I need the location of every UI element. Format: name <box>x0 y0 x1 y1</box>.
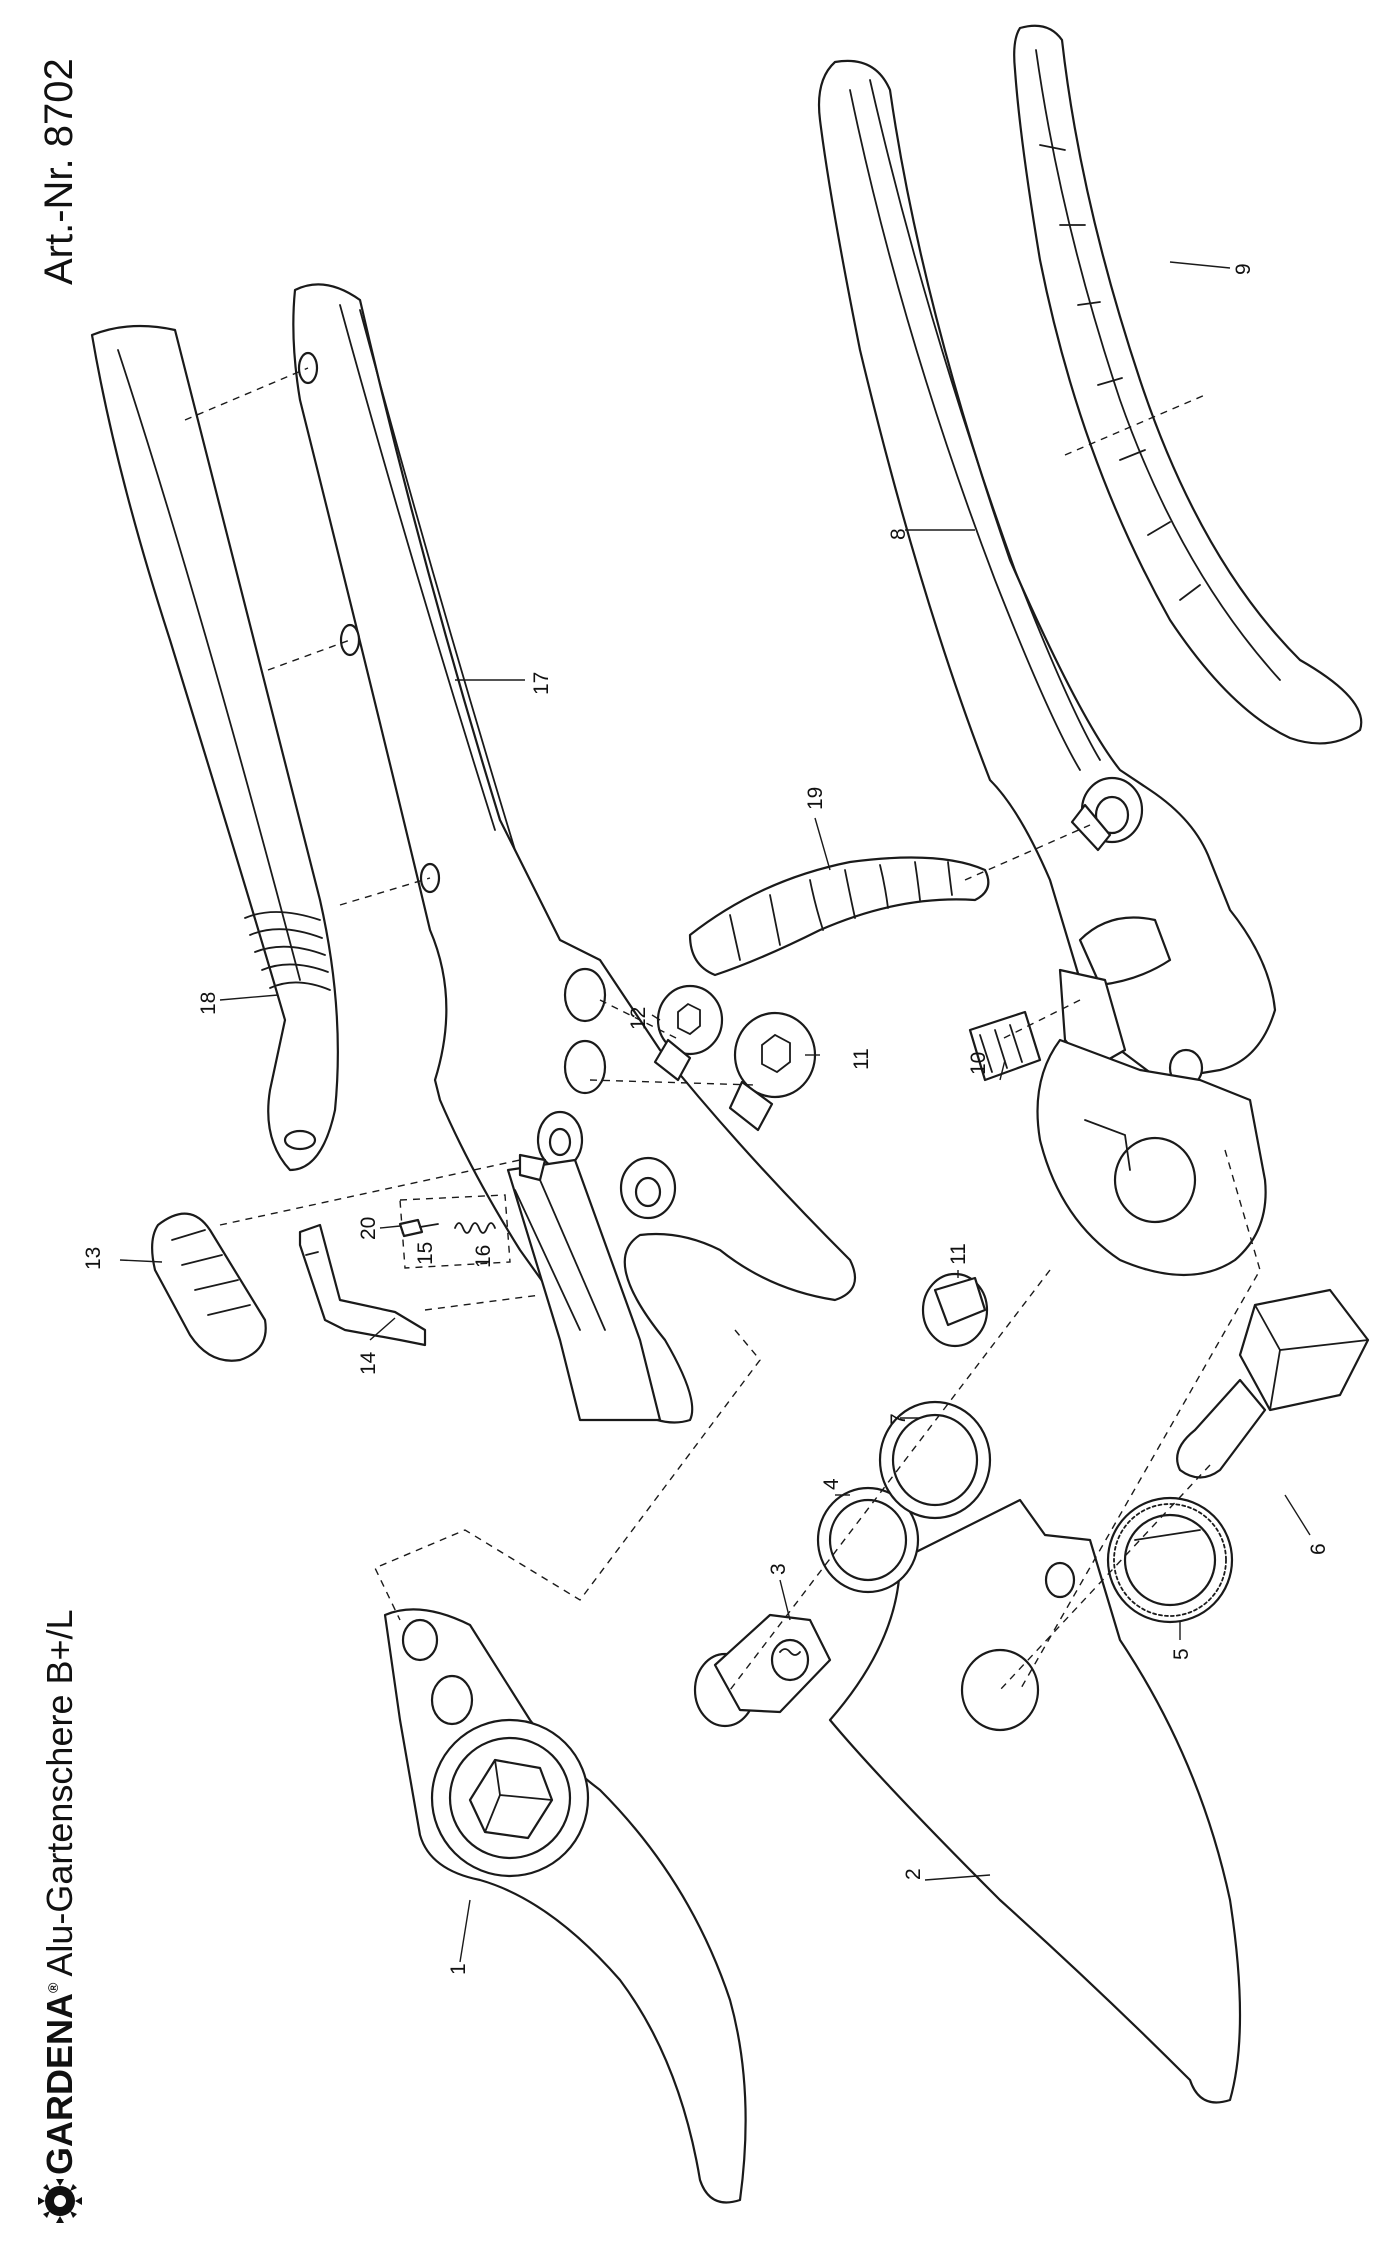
gardena-sun-logo <box>38 2179 82 2223</box>
callout-3: 3 <box>767 1563 790 1575</box>
part-5-lock-washer <box>1106 1496 1234 1624</box>
part-12-screw <box>653 984 724 1082</box>
svg-text:GARDENA®Alu-Gartenschere B+/L: GARDENA® Alu-Gartenschere B+/L <box>39 1609 80 2175</box>
callout-18: 18 <box>197 992 220 1015</box>
callout-12: 12 <box>627 1007 650 1030</box>
callout-11-upper: 11 <box>850 1048 873 1070</box>
part-14-lock-bracket <box>298 1223 427 1347</box>
parts-15-16-20-lock-detail <box>398 1194 511 1269</box>
part-4-washer <box>816 1486 920 1594</box>
callout-4: 4 <box>820 1478 843 1490</box>
title-block: GARDENA® Alu-Gartenschere B+/L <box>38 1609 82 2223</box>
registered-mark: ® <box>45 1982 61 1993</box>
callout-1: 1 <box>447 1963 470 1975</box>
brand-name: GARDENA <box>39 1993 80 2175</box>
callout-11-lower: 11 <box>947 1243 970 1265</box>
part-17-main-handle <box>292 283 857 1424</box>
callout-13: 13 <box>82 1247 105 1270</box>
callout-20: 20 <box>357 1217 380 1240</box>
part-10-buffer <box>968 1010 1042 1082</box>
article-number: Art.-Nr. 8702 <box>37 58 81 285</box>
callout-6: 6 <box>1307 1543 1330 1555</box>
product-name: Alu-Gartenschere B+/L <box>39 1609 80 1976</box>
callout-10: 10 <box>967 1052 990 1075</box>
callout-8: 8 <box>887 528 910 540</box>
part-7-bushing <box>878 1400 992 1520</box>
part-11-screw-upper <box>728 1011 817 1132</box>
callout-9: 9 <box>1232 263 1255 275</box>
part-13-lock-slider <box>151 1212 267 1362</box>
callout-5: 5 <box>1170 1648 1193 1660</box>
callout-19: 19 <box>804 787 827 810</box>
part-19-spring-grip <box>688 856 990 977</box>
part-8-second-handle <box>817 59 1277 1277</box>
callout-17: 17 <box>530 672 553 695</box>
part-6-hex-bolt <box>1176 1288 1370 1479</box>
leader-lines <box>119 261 1311 1963</box>
callout-14: 14 <box>357 1351 380 1375</box>
part-9-grip-cover <box>1013 24 1363 745</box>
callout-2: 2 <box>902 1868 925 1880</box>
callout-15: 15 <box>414 1242 437 1265</box>
part-2-lower-blade <box>828 1498 1242 2104</box>
assembly-lines <box>184 367 1261 1691</box>
part-18-handle-cover <box>90 324 339 1172</box>
part-1-upper-blade <box>383 1608 747 2204</box>
part-3-nut <box>693 1613 832 1728</box>
callout-16: 16 <box>472 1245 495 1268</box>
part-11-screw-lower <box>921 1272 989 1348</box>
callout-labels: 1 2 3 4 5 6 7 8 9 10 11 11 12 13 14 15 1… <box>82 263 1330 1975</box>
callout-7: 7 <box>887 1413 910 1425</box>
